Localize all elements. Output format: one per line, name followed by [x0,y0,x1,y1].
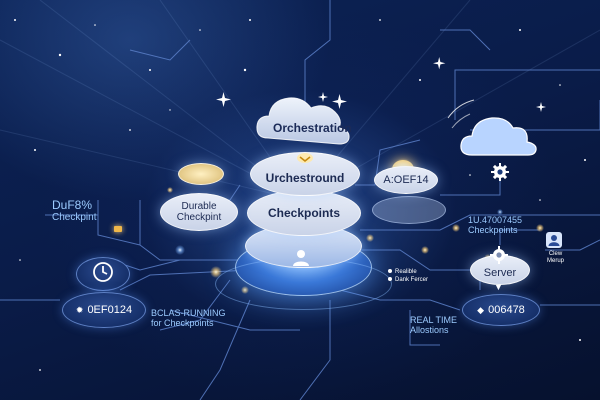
user-icon [291,248,311,273]
duf-label: DuF8% Checkpint [52,198,97,224]
sparkles [216,57,546,112]
code-left-label: 0EF0124 [87,304,133,316]
realtime-line1: REAL TIME [410,315,458,325]
aoef14-base [372,196,446,224]
bclas-line1: BCLAS-RUNNING [151,308,226,318]
duf-line2: Checkpint [52,212,97,224]
lightbulb-icon [296,149,314,170]
orchestration-label: Orchestration [273,121,352,135]
duf-line1: DuF8% [52,198,93,212]
clock-icon [92,261,114,288]
code-right-label: 006478 [488,304,525,316]
stars [14,19,586,371]
clew-line1: Clew [548,251,563,257]
durable-glow-disc [178,163,224,185]
legend-text-2: Dank Fercer [395,276,429,283]
u47-label: 1U.47007455 Checkpoints [468,215,523,236]
checkpoints-label: Checkpoints [267,206,340,220]
diamond-icon: ◆ [477,304,485,315]
arrow-down-icon: ▼ [494,282,503,292]
legend-text-1: Realible [395,269,417,275]
legend-dot-1 [388,269,392,273]
realtime-line2: Allostions [410,324,449,335]
clew-line2: Merup [547,257,565,264]
clock-node[interactable] [76,257,130,291]
realtime-label: REAL TIME Allostions [410,315,458,336]
checkpoints-node[interactable]: Checkpoints [247,190,361,236]
durable-line2: Checkpint [176,212,222,223]
bclas-line2: for Checkpoints [151,317,214,328]
durable-checkpoint-node[interactable]: Durable Checkpint [160,193,238,231]
gear-icon[interactable] [490,162,510,187]
legend-dot-2 [388,276,392,281]
chip-icon [114,226,122,232]
server-gear-icon [489,245,509,270]
legend: Realible Dank Fercer [388,269,428,283]
bclas-label: BCLAS-RUNNING for Checkpoints [151,308,226,329]
code-left-node[interactable]: ✹ 0EF0124 [62,292,146,328]
urchestround-label: Urchestround [265,171,345,185]
star-bullet-icon: ✹ [75,304,84,315]
urchestround-node[interactable]: Urchestround [250,152,360,196]
aoef14-label: A:OEF14 [383,174,429,186]
durable-line1: Durable [181,201,217,212]
code-right-node[interactable]: ◆ 006478 [462,294,540,326]
legend-item-1: Realible [388,269,428,276]
legend-item-2: Dank Fercer [388,276,429,284]
user-badge-icon[interactable] [545,231,563,254]
clew-label: Clew Merup [547,251,564,264]
u47-line1: 1U.47007455 [468,215,523,225]
server-label: Server [483,267,517,279]
aoef14-node[interactable]: A:OEF14 [374,166,438,194]
u47-line2: Checkpoints [468,224,518,235]
